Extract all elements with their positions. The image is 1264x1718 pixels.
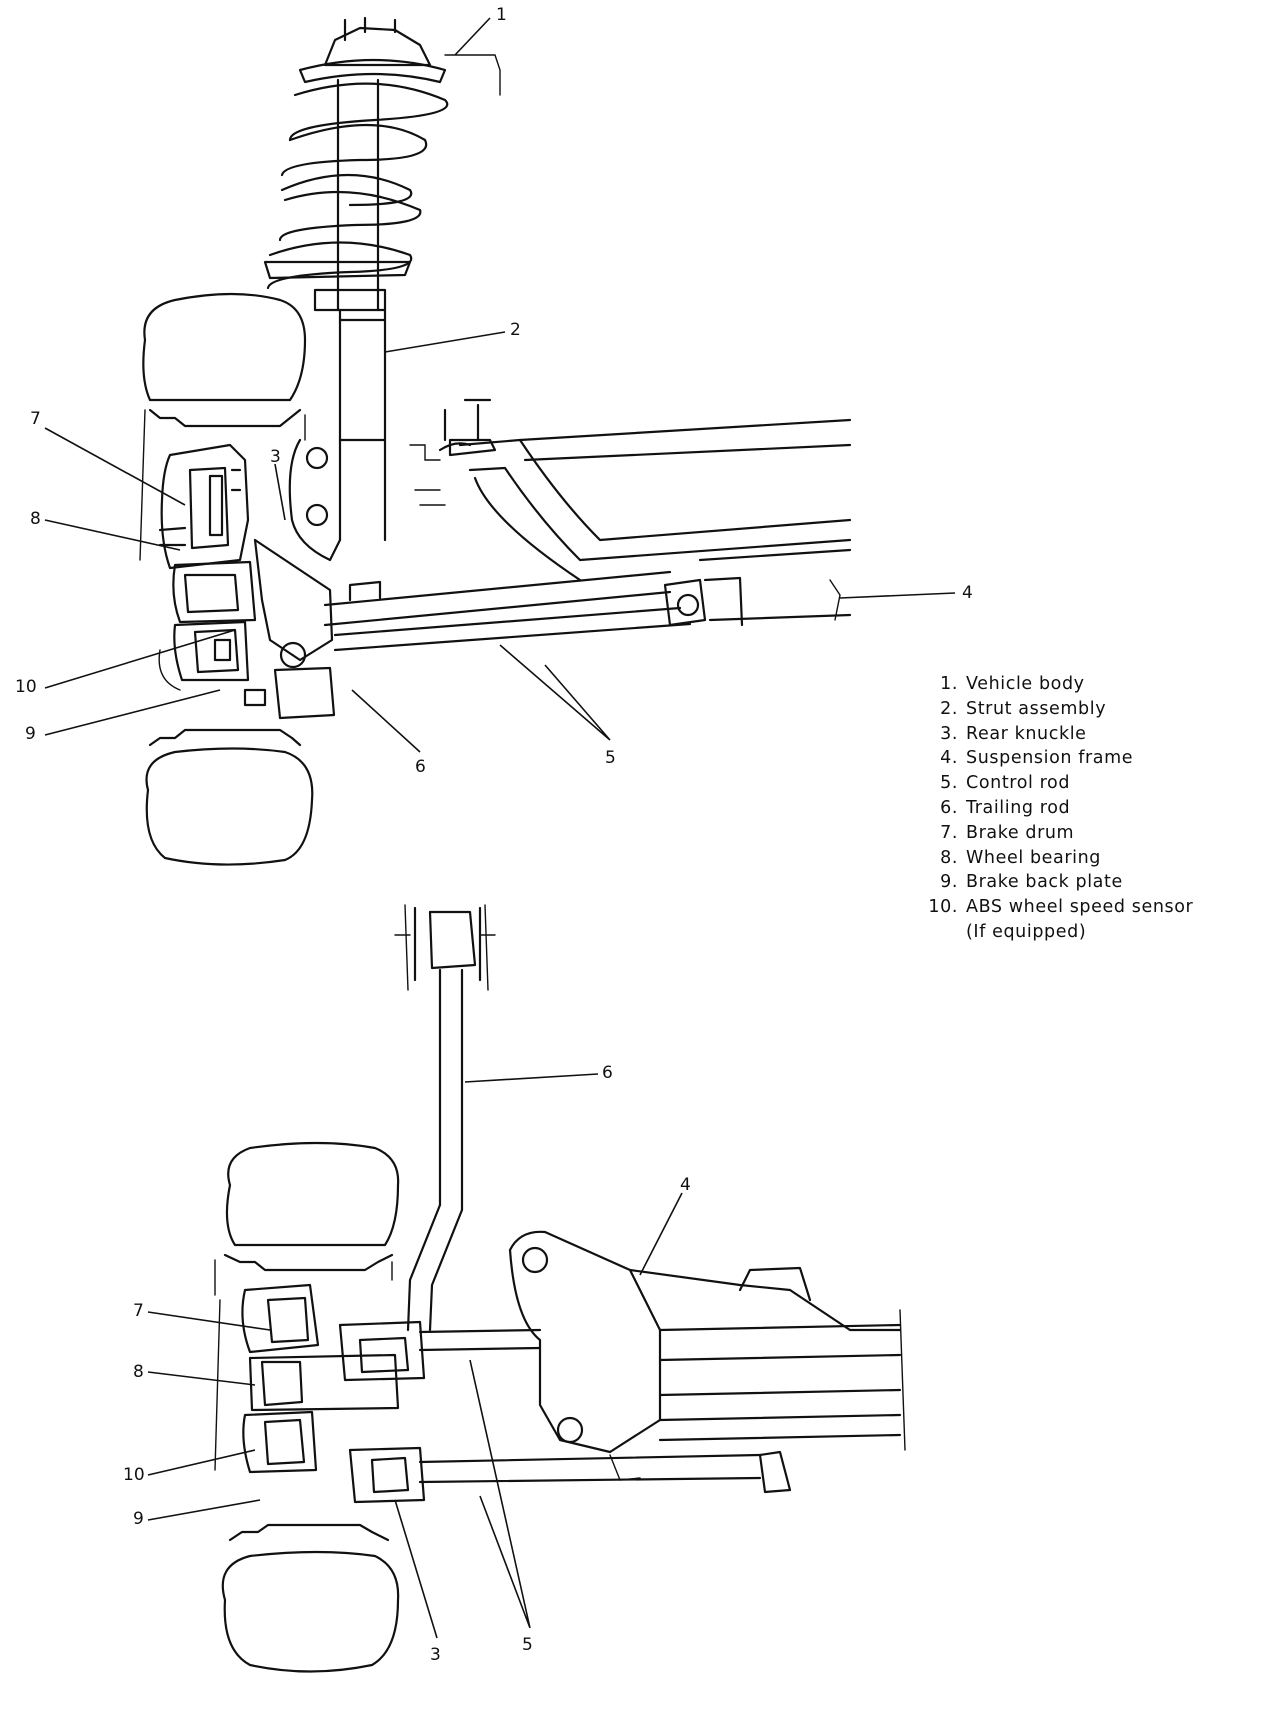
legend-label: Brake back plate (966, 872, 1123, 893)
legend-number: 1. (940, 674, 958, 694)
legend-number: 5. (940, 773, 958, 794)
legend-item-trailing-rod: 6. Trailing rod (920, 796, 1250, 821)
legend-item-strut-assembly: 2. Strut assembly (920, 697, 1250, 722)
callout-top-5: 5 (605, 748, 616, 768)
legend-item-rear-knuckle: 3. Rear knuckle (920, 722, 1250, 747)
bottom-view-drawing (214, 904, 906, 1673)
callout-bottom-5: 5 (522, 1635, 533, 1655)
callout-bottom-8: 8 (133, 1362, 144, 1382)
callout-top-1: 1 (496, 5, 507, 25)
legend-label: ABS wheel speed sensor (966, 897, 1194, 918)
legend-number: 6. (940, 797, 958, 818)
legend-item-wheel-bearing: 8. Wheel bearing (920, 846, 1250, 871)
callout-top-8: 8 (30, 509, 41, 529)
legend-number: 3. (940, 723, 958, 744)
legend-label: Control rod (966, 773, 1071, 794)
legend-label: Trailing rod (966, 797, 1071, 818)
legend-number: 8. (940, 847, 958, 868)
legend-number: 7. (940, 822, 958, 843)
legend-number: 10. (928, 897, 958, 918)
callout-bottom-9: 9 (133, 1509, 144, 1529)
callout-bottom-3: 3 (430, 1645, 441, 1665)
legend-number: 4. (940, 748, 958, 769)
callout-bottom-10: 10 (123, 1465, 145, 1485)
legend-label: Strut assembly (966, 698, 1107, 719)
legend-item-brake-drum: 7. Brake drum (920, 821, 1250, 846)
legend-number (920, 920, 966, 945)
callout-top-9: 9 (25, 724, 36, 744)
callouts: 1 2 3 4 5 6 7 8 10 9 6 4 7 8 10 9 5 3 (15, 5, 973, 1665)
legend-label: Suspension frame (966, 748, 1134, 769)
legend-label: Brake drum (966, 822, 1075, 843)
callout-top-3: 3 (270, 447, 281, 467)
legend-item-vehicle-body: 1. Vehicle body (920, 672, 1250, 697)
legend-number: 9. (940, 872, 958, 893)
parts-legend: 1. Vehicle body 2. Strut assembly 3. Rear k… (920, 672, 1250, 945)
top-view-drawing (139, 16, 852, 866)
callout-bottom-7: 7 (133, 1301, 144, 1321)
callout-top-7: 7 (30, 409, 41, 429)
legend-item-suspension-frame: 4. Suspension frame (920, 746, 1250, 771)
callout-top-4: 4 (962, 583, 973, 603)
legend-item-abs-sensor-note: (If equipped) (920, 920, 1250, 945)
callout-top-10: 10 (15, 677, 37, 697)
legend-item-control-rod: 5. Control rod (920, 771, 1250, 796)
callout-bottom-6: 6 (602, 1063, 613, 1083)
leader-lines (44, 17, 956, 1639)
legend-label: Vehicle body (966, 674, 1085, 694)
legend-number: 2. (940, 698, 958, 719)
legend-item-brake-back-plate: 9. Brake back plate (920, 870, 1250, 895)
callout-bottom-4: 4 (680, 1175, 691, 1195)
legend-item-abs-sensor: 10. ABS wheel speed sensor (920, 895, 1250, 920)
legend-label: (If equipped) (966, 921, 1087, 942)
legend-label: Rear knuckle (966, 723, 1087, 744)
legend-label: Wheel bearing (966, 847, 1102, 868)
callout-top-2: 2 (510, 320, 521, 340)
callout-top-6: 6 (415, 757, 426, 777)
